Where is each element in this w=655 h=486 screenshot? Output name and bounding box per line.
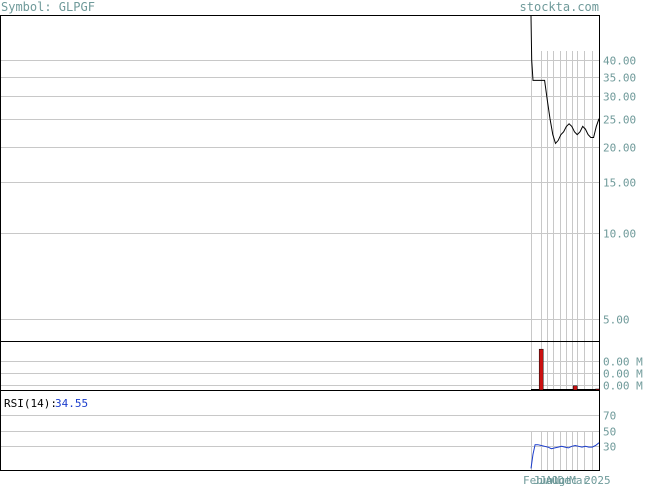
x-axis-label: Jun <box>533 474 553 486</box>
x-axis-label: Mar <box>569 474 589 486</box>
price-tick-label: 40.00 <box>603 55 636 68</box>
price-line <box>530 15 600 145</box>
marks-layer <box>530 15 600 469</box>
panel-frames <box>0 15 600 471</box>
x-axis-label: Jul <box>539 474 559 486</box>
labels-layer: 40.00 35.00 30.00 25.00 20.00 15.00 10.00 5.00 0… <box>523 55 643 486</box>
price-tick-label: 30.00 <box>603 91 636 104</box>
price-tick-label: 20.00 <box>603 142 636 155</box>
volume-tick-label: 0.00 M <box>603 368 643 381</box>
volume-bar <box>572 385 578 391</box>
rsi-label: RSI(14): <box>4 397 57 410</box>
rsi-value: 34.55 <box>55 397 88 410</box>
x-axis-label: 2025 <box>584 474 611 486</box>
price-tick-label: 15.00 <box>603 177 636 190</box>
volume-tick-label: 0.00 M <box>603 380 643 393</box>
x-axis-label: Dec <box>558 474 578 486</box>
watermark: stockta.com <box>520 0 599 14</box>
price-tick-label: 35.00 <box>603 72 636 85</box>
volume-panel-frame <box>0 341 600 391</box>
rsi-line <box>530 442 600 469</box>
volume-bar <box>538 348 544 391</box>
rsi-tick-label: 50 <box>603 426 616 439</box>
rsi-tick-label: 70 <box>603 410 616 423</box>
price-tick-label: 10.00 <box>603 228 636 241</box>
rsi-tick-label: 30 <box>603 441 616 454</box>
price-tick-label: 5.00 <box>603 314 630 327</box>
x-axis-label: Feb <box>523 474 543 486</box>
price-panel-frame <box>0 15 600 342</box>
x-axis-label: Oct <box>552 474 572 486</box>
volume-tick-label: 0.00 M <box>603 356 643 369</box>
x-axis-label: Aug <box>545 474 565 486</box>
price-tick-label: 25.00 <box>603 114 636 127</box>
symbol-label: Symbol: GLPGF <box>1 0 95 14</box>
volume-bar <box>595 388 600 391</box>
rsi-panel-frame <box>0 390 600 471</box>
grid-layer <box>1 51 599 470</box>
